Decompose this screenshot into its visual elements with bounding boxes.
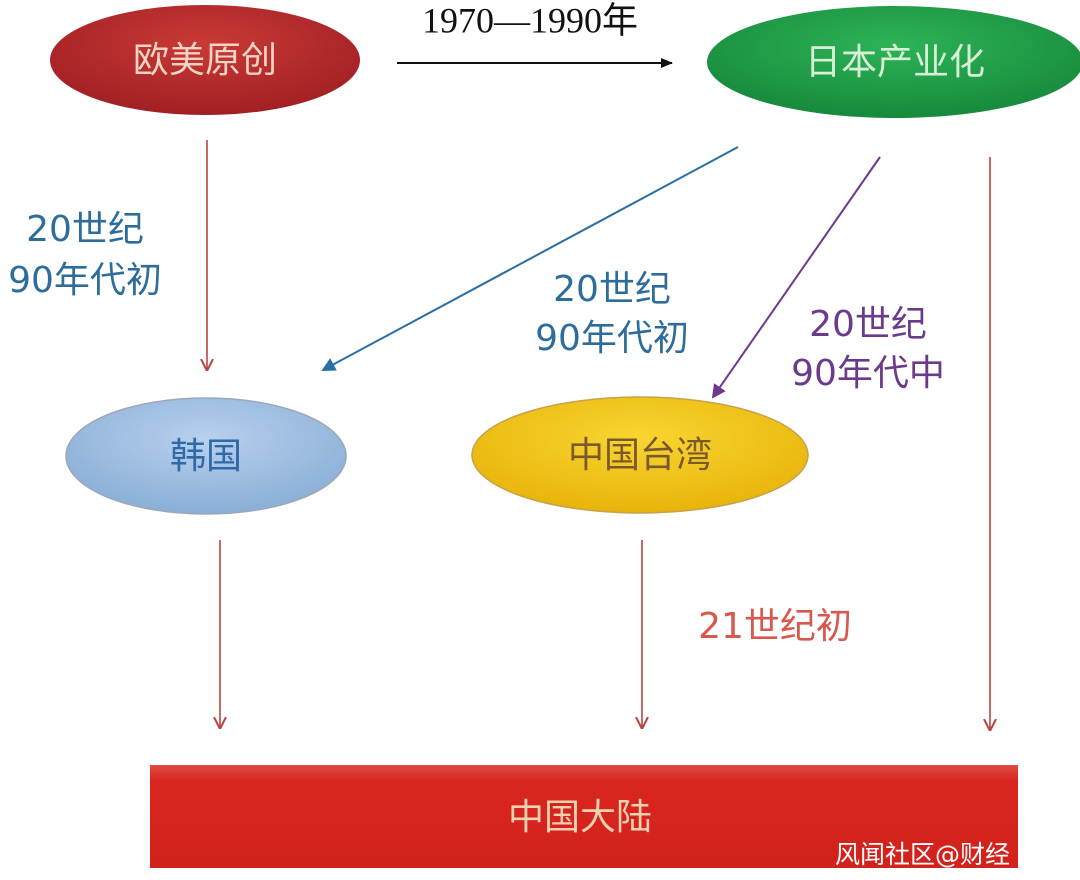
label-korea-japan-line1: 20世纪 [553,269,671,310]
node-mainland-label: 中国大陆 [508,797,652,838]
node-korea-label: 韩国 [170,436,242,477]
arrow-japan-to-korea [321,146,739,371]
arrow-japan-to-taiwan [711,156,881,399]
node-mainland: 中国大陆 [150,765,1018,868]
label-to-mainland: 21世纪初 [698,606,852,647]
watermark: 风闻社区@财经 [835,840,1010,869]
node-korea: 韩国 [65,397,347,515]
label-taiwan-japan-line1: 20世纪 [809,304,927,345]
period-label: 1970—1990年 [422,0,638,40]
label-korea-origin-line2: 90年代初 [8,260,162,301]
label-korea-origin-line1: 20世纪 [26,209,144,250]
node-origin-label: 欧美原创 [133,40,277,81]
node-japan-label: 日本产业化 [805,42,985,83]
label-taiwan-japan-line2: 90年代中 [791,353,945,394]
node-japan: 日本产业化 [707,6,1080,118]
node-taiwan: 中国台湾 [471,396,809,514]
node-taiwan-label: 中国台湾 [568,435,712,476]
node-origin: 欧美原创 [50,5,360,115]
label-korea-japan-line2: 90年代初 [535,318,689,359]
